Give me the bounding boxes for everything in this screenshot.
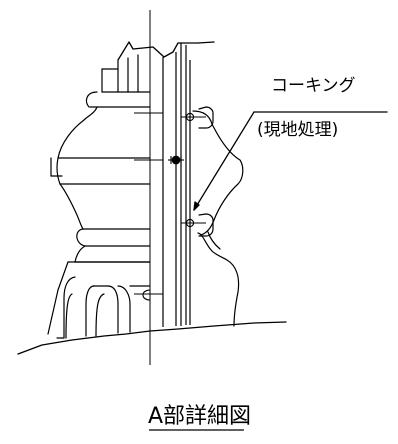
on-site-treatment-label: (現地処理)	[257, 120, 338, 140]
caulking-label: コーキング	[271, 76, 356, 96]
bracket-profile	[192, 106, 244, 327]
wall-plates	[162, 43, 191, 327]
drawing-caption: A部詳細図	[148, 404, 251, 429]
section-outline	[17, 41, 287, 355]
caulking-callout-leader	[193, 111, 388, 211]
fixing-points	[134, 112, 206, 301]
fluted-shaft	[47, 261, 151, 339]
capital-profile	[50, 54, 151, 263]
